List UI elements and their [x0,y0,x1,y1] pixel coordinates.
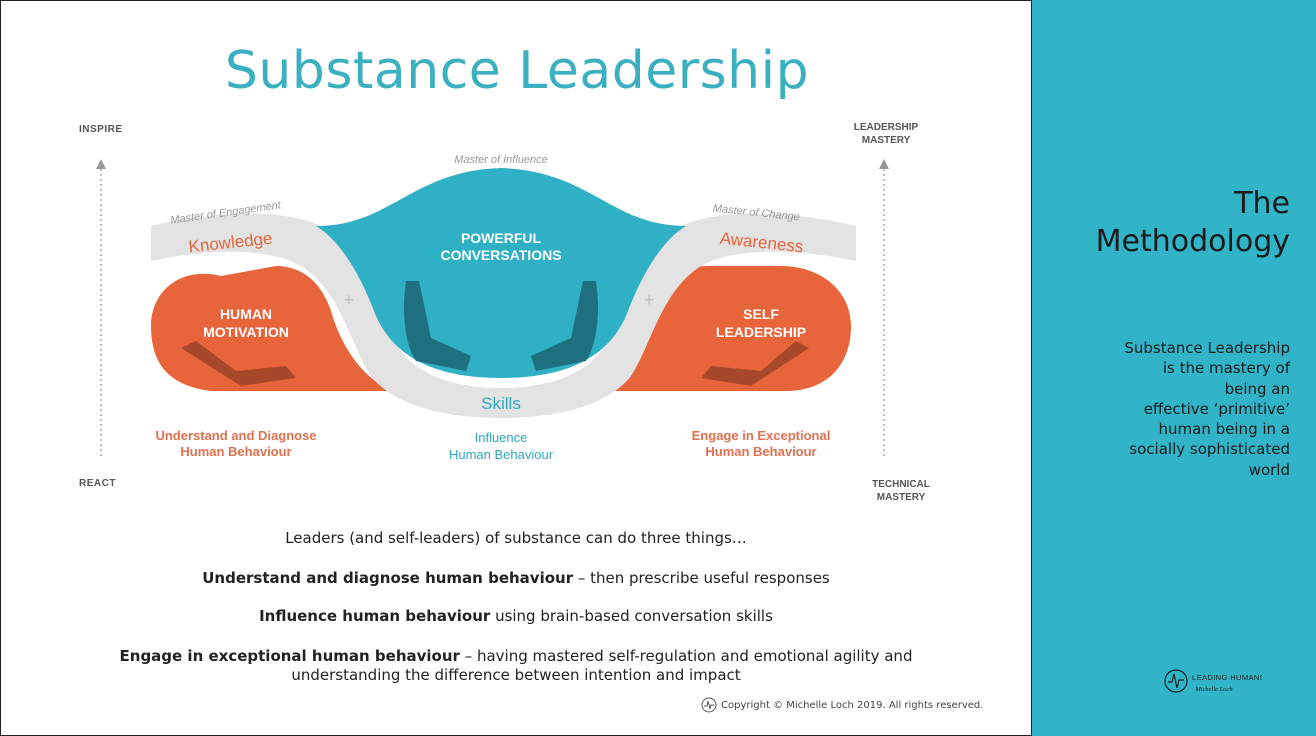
caption-line-3: Engage in exceptional human behaviour – … [41,647,991,665]
left-title-1: HUMAN [220,306,272,322]
sidebar-desc-line-1: Substance Leadership [1124,339,1290,357]
center-title-1: POWERFUL [461,230,542,246]
right-title-1: SELF [743,306,779,322]
axis-react-label: REACT [79,478,116,489]
sidebar-title-line-2: Methodology [1095,223,1290,259]
sidebar-panel: The Methodology Substance Leadership is … [1032,0,1316,736]
axis-left-arrow-icon [96,159,106,169]
sidebar-description: Substance Leadership is the mastery of b… [1070,338,1290,480]
caption-line-2-bold: Influence human behaviour [259,607,491,625]
copyright: Copyright © Michelle Loch 2019. All righ… [701,697,983,713]
axis-technical-label: TECHNICAL [872,479,930,490]
sidebar-desc-line-4: effective ‘primitive’ [1143,399,1290,418]
logo-wave-icon [1168,673,1184,689]
intro-caption: Leaders (and self-leaders) of substance … [285,529,747,547]
caption-line-2-rest: using brain-based conversation skills [490,607,773,625]
leading-humans-mini-logo-icon [701,697,717,713]
logo-circle-icon [1164,669,1188,693]
center-caption-1: Influence [475,430,528,445]
sidebar-desc-line-6: socially sophisticated [1129,440,1290,459]
caption-line-1-bold: Understand and diagnose human behaviour [202,569,574,587]
sidebar-desc-line-3: being an [1224,379,1290,398]
slide-title: Substance Leadership [224,41,810,101]
caption-line-1-rest: – then prescribe useful responses [573,569,830,587]
caption-line-3-continued: understanding the difference between int… [291,666,741,684]
axis-right-arrow-icon [879,159,889,169]
plus-left-icon: + [344,290,355,310]
caption-line-3-bold: Engage in exceptional human behaviour [119,647,460,665]
right-caption-2: Human Behaviour [705,444,816,459]
caption-line-2: Influence human behaviour using brain-ba… [41,607,991,625]
right-caption-1: Engage in Exceptional [692,428,831,443]
left-hand-center-icon [404,281,471,371]
leading-humans-logo: LEADING HUMANS Michelle Loch [1164,669,1262,693]
sidebar-title-line-1: The [1234,186,1290,221]
axis-mastery-top-label: MASTERY [862,135,911,146]
logo-signature: Michelle Loch [1194,686,1232,693]
substance-leadership-diagram: INSPIRE REACT LEADERSHIP MASTERY TECHNIC… [79,122,930,503]
axis-mastery-bottom-label: MASTERY [877,492,926,503]
right-title-2: LEADERSHIP [716,324,806,340]
sidebar-desc-line-5: human being in a [1158,420,1290,438]
skills-band [151,213,856,418]
right-hand-icon [701,341,809,386]
left-caption-1: Understand and Diagnose [155,428,316,443]
skills-label: Skills [481,394,521,413]
left-title-2: MOTIVATION [203,324,289,340]
center-caption-2: Human Behaviour [449,447,554,462]
logo-text: LEADING HUMANS [1192,673,1262,682]
right-hand-center-icon [531,281,598,371]
sidebar-desc-line-2: is the mastery of [1162,359,1290,378]
caption-line-3-rest: – having mastered self-regulation and em… [459,647,913,665]
caption-line-1: Understand and diagnose human behaviour … [41,569,991,587]
left-hand-icon [181,341,296,386]
sidebar-desc-line-7: world [1248,460,1290,479]
master-influence-label: Master of Influence [454,154,548,166]
plus-right-icon: + [644,290,655,310]
center-title-2: CONVERSATIONS [440,247,561,263]
left-caption-2: Human Behaviour [180,444,291,459]
axis-inspire-label: INSPIRE [79,124,123,135]
main-panel: Substance Leadership INSPIRE REACT LEADE… [0,0,1032,736]
axis-leadership-label: LEADERSHIP [854,122,919,133]
copyright-text: Copyright © Michelle Loch 2019. All righ… [721,699,984,711]
sidebar-title: The Methodology [1096,185,1290,260]
